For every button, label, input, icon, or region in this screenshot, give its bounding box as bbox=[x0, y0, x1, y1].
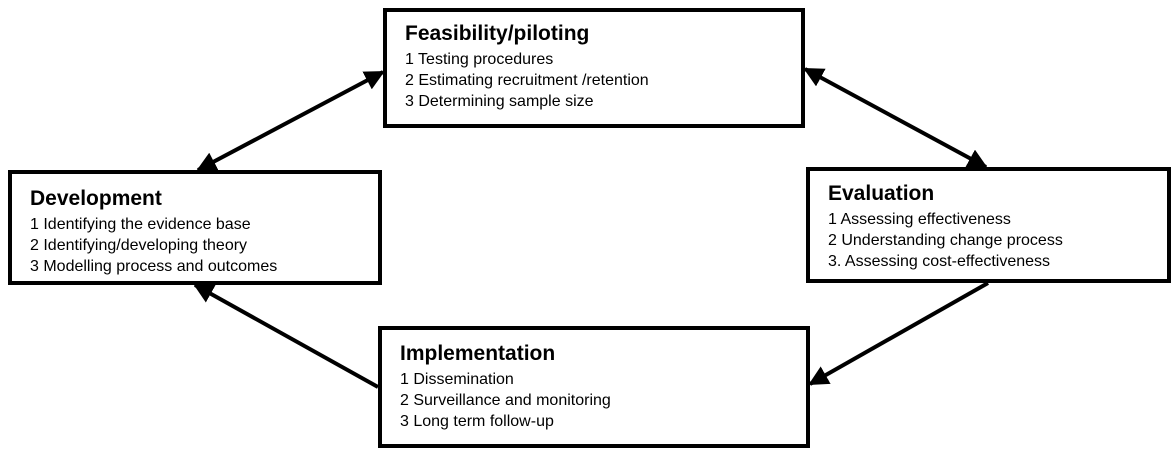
feasibility-list: 1 Testing procedures 2 Estimating recrui… bbox=[405, 49, 801, 112]
feasibility-title: Feasibility/piloting bbox=[405, 22, 590, 45]
arrow-implementation-development bbox=[193, 283, 379, 389]
feasibility-item-2: 2 Estimating recruitment /retention bbox=[405, 72, 649, 89]
evaluation-list: 1 Assessing effectiveness 2 Understandin… bbox=[828, 209, 1167, 272]
development-list: 1 Identifying the evidence base 2 Identi… bbox=[30, 214, 378, 277]
development-item-2: 2 Identifying/developing theory bbox=[30, 237, 248, 254]
arrow-feasibility-evaluation bbox=[803, 67, 988, 169]
development-item-1: 1 Identifying the evidence base bbox=[30, 216, 251, 233]
implementation-item-3: 3 Long term follow-up bbox=[400, 413, 554, 430]
development-title: Development bbox=[30, 187, 162, 210]
feasibility-box: Feasibility/piloting 1 Testing procedure… bbox=[383, 8, 805, 128]
arrow-evaluation-implementation bbox=[808, 281, 989, 386]
arrow-development-feasibility bbox=[196, 70, 385, 172]
evaluation-box: Evaluation 1 Assessing effectiveness 2 U… bbox=[806, 167, 1171, 283]
evaluation-item-2: 2 Understanding change process bbox=[828, 232, 1063, 249]
evaluation-title: Evaluation bbox=[828, 182, 935, 205]
feasibility-item-1: 1 Testing procedures bbox=[405, 51, 554, 68]
implementation-list: 1 Dissemination 2 Surveillance and monit… bbox=[400, 369, 806, 432]
implementation-title: Implementation bbox=[400, 342, 556, 365]
evaluation-item-1: 1 Assessing effectiveness bbox=[828, 211, 1011, 228]
feasibility-item-3: 3 Determining sample size bbox=[405, 93, 594, 110]
implementation-item-1: 1 Dissemination bbox=[400, 371, 514, 388]
development-box: Development 1 Identifying the evidence b… bbox=[8, 170, 382, 285]
implementation-box: Implementation 1 Dissemination 2 Surveil… bbox=[378, 326, 810, 448]
development-item-3: 3 Modelling process and outcomes bbox=[30, 258, 278, 275]
evaluation-item-3: 3. Assessing cost-effectiveness bbox=[828, 253, 1051, 270]
implementation-item-2: 2 Surveillance and monitoring bbox=[400, 392, 611, 409]
